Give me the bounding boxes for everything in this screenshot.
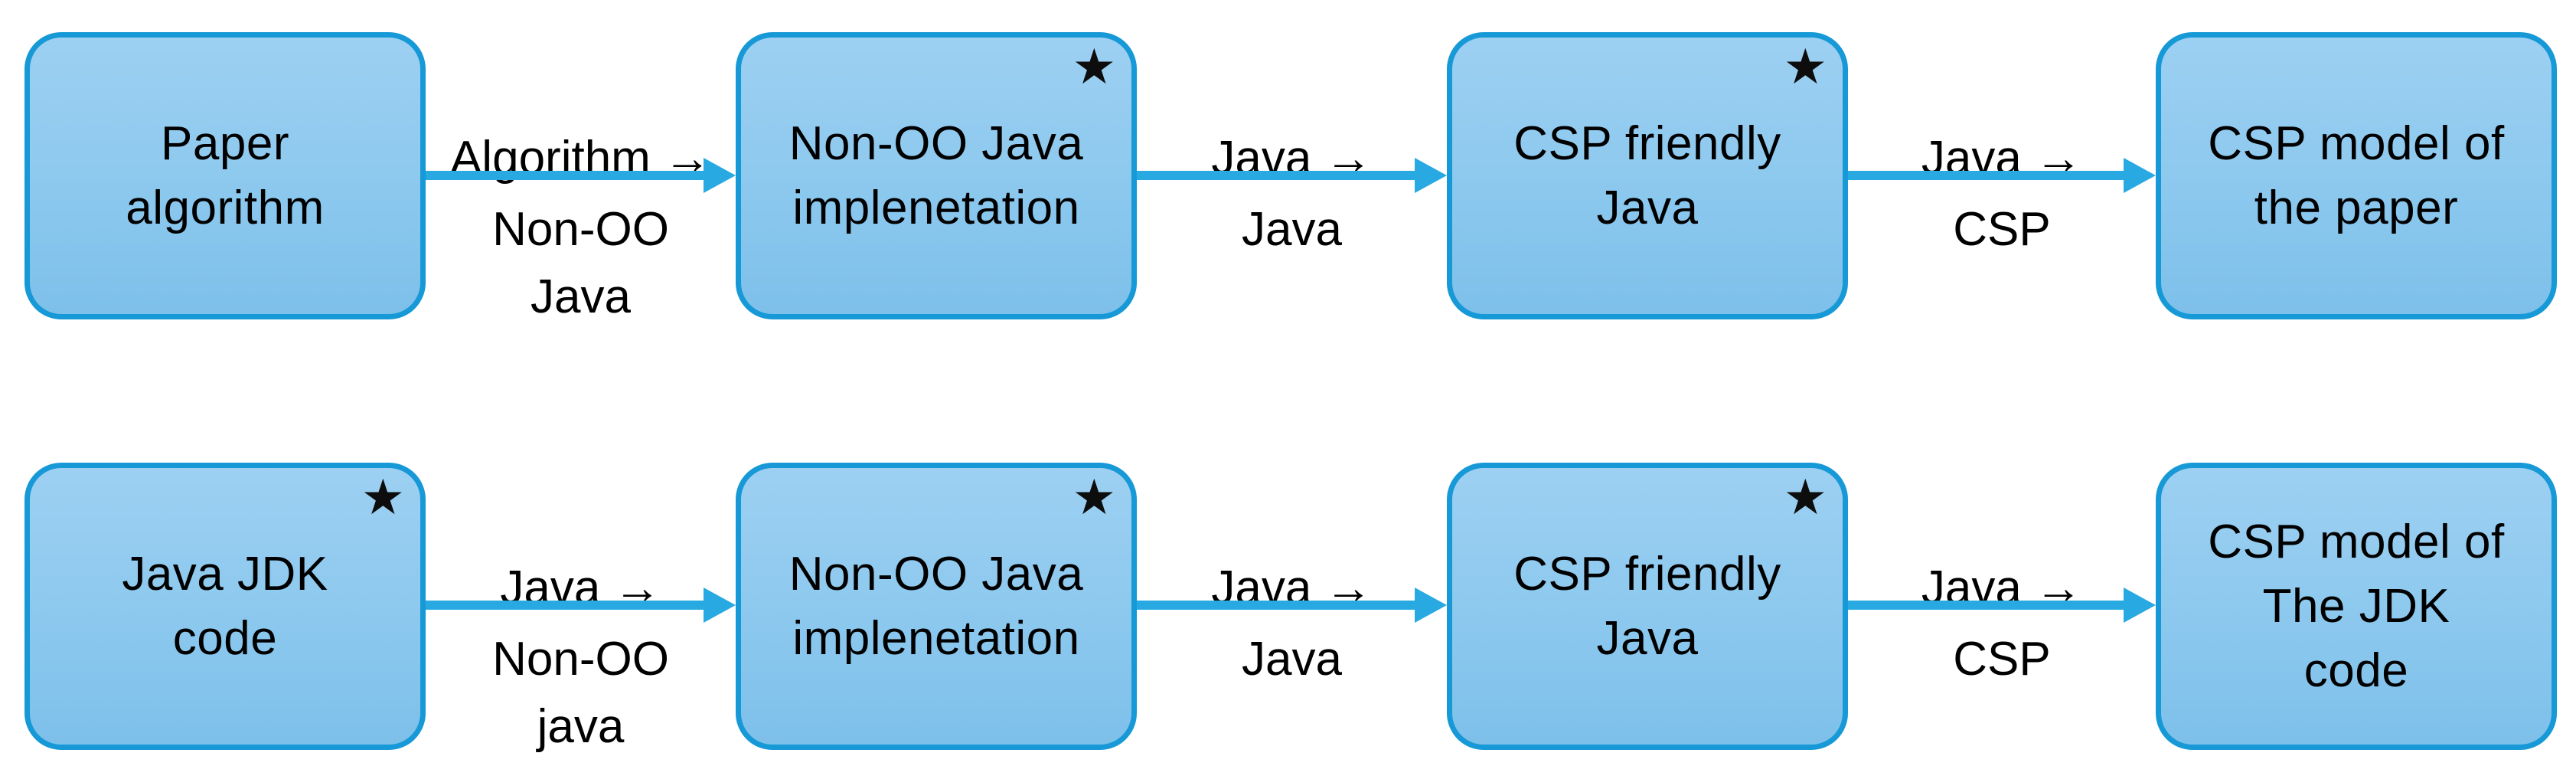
label-line: Java JDK [122,547,328,601]
node-csp-friendly-java-label: CSP friendly Java [1513,112,1781,241]
star-icon: ★ [1783,470,1827,525]
node-paper-algorithm: Paper algorithm [24,32,426,319]
label-line: Non-OO Java [788,116,1084,170]
star-icon: ★ [1072,470,1116,525]
arrow-label-java-to-non-oo-java-top: Java → [500,561,661,614]
label-line: Java [1596,181,1699,234]
star-icon: ★ [1072,39,1116,94]
node-non-oo-java-implementation-label: Non-OO Java implenetation [789,112,1084,241]
arrow-label-java-to-csp-top: Java → [1921,132,2083,185]
arrow-label-java-to-java-top: Java → [1211,132,1373,185]
star-icon: ★ [361,470,405,525]
label-line: Paper [161,116,289,170]
node-paper-algorithm-label: Paper algorithm [126,112,325,241]
node-non-oo-java-implementation: ★ Non-OO Java implenetation [736,32,1137,319]
node-csp-model-of-the-paper-label: CSP model of the paper [2208,112,2504,241]
node-csp-model-of-the-jdk-code-label: CSP model of The JDK code [2208,510,2504,703]
label-line: Non-OO [492,633,669,686]
label-line: code [2303,643,2409,697]
node-csp-friendly-java-2: ★ CSP friendly Java [1447,463,1848,750]
node-java-jdk-code: ★ Java JDK code [24,463,426,750]
flow-arrow-java-to-java-2 [1137,601,1415,610]
label-line: Java [531,270,631,323]
label-line: CSP model of [2208,515,2505,568]
label-line: java [537,700,625,753]
flow-arrow-java-to-non-oo-java [426,601,704,610]
label-line: The JDK [2262,579,2450,633]
node-non-oo-java-implementation-2-label: Non-OO Java implenetation [789,542,1084,671]
arrow-label-java-to-non-oo-java-bottom: Non-OO java [426,626,736,761]
flow-arrow-algorithm-to-non-oo-java [426,171,704,180]
arrow-label-algorithm-to-non-oo-java-top: Algorithm → [449,132,712,185]
flow-arrow-java-to-csp-2 [1848,601,2124,610]
star-icon: ★ [1783,39,1827,94]
label-line: CSP [1953,633,2051,686]
label-line: implenetation [792,611,1080,665]
node-csp-model-of-the-paper: CSP model of the paper [2156,32,2557,319]
label-line: CSP friendly [1513,116,1781,170]
label-line: Non-OO [492,203,669,256]
label-line: CSP model of [2208,116,2505,170]
arrow-label-java-to-csp-2-top: Java → [1921,561,2083,614]
label-line: Java [1242,203,1342,256]
label-line: CSP [1953,203,2051,256]
node-non-oo-java-implementation-2: ★ Non-OO Java implenetation [736,463,1137,750]
arrow-label-java-to-csp-bottom: CSP [1848,196,2156,264]
node-csp-friendly-java-2-label: CSP friendly Java [1513,542,1781,671]
flow-arrow-java-to-csp [1848,171,2124,180]
node-java-jdk-code-label: Java JDK code [122,542,328,671]
label-line: code [172,611,278,665]
arrow-label-java-to-csp-2-bottom: CSP [1848,626,2156,693]
label-line: Non-OO Java [788,547,1084,601]
node-csp-friendly-java: ★ CSP friendly Java [1447,32,1848,319]
label-line: implenetation [792,181,1080,234]
flow-arrow-java-to-java [1137,171,1415,180]
arrow-label-java-to-java-2-top: Java → [1211,561,1373,614]
label-line: Java [1242,633,1342,686]
arrow-label-java-to-java-2-bottom: Java [1137,626,1447,693]
label-line: algorithm [126,181,325,234]
label-line: the paper [2254,181,2459,234]
label-line: CSP friendly [1513,547,1781,601]
arrow-label-algorithm-to-non-oo-java-bottom: Non-OO Java [426,196,736,331]
arrow-label-java-to-java-bottom: Java [1137,196,1447,264]
node-csp-model-of-the-jdk-code: CSP model of The JDK code [2156,463,2557,750]
label-line: Java [1596,611,1699,665]
